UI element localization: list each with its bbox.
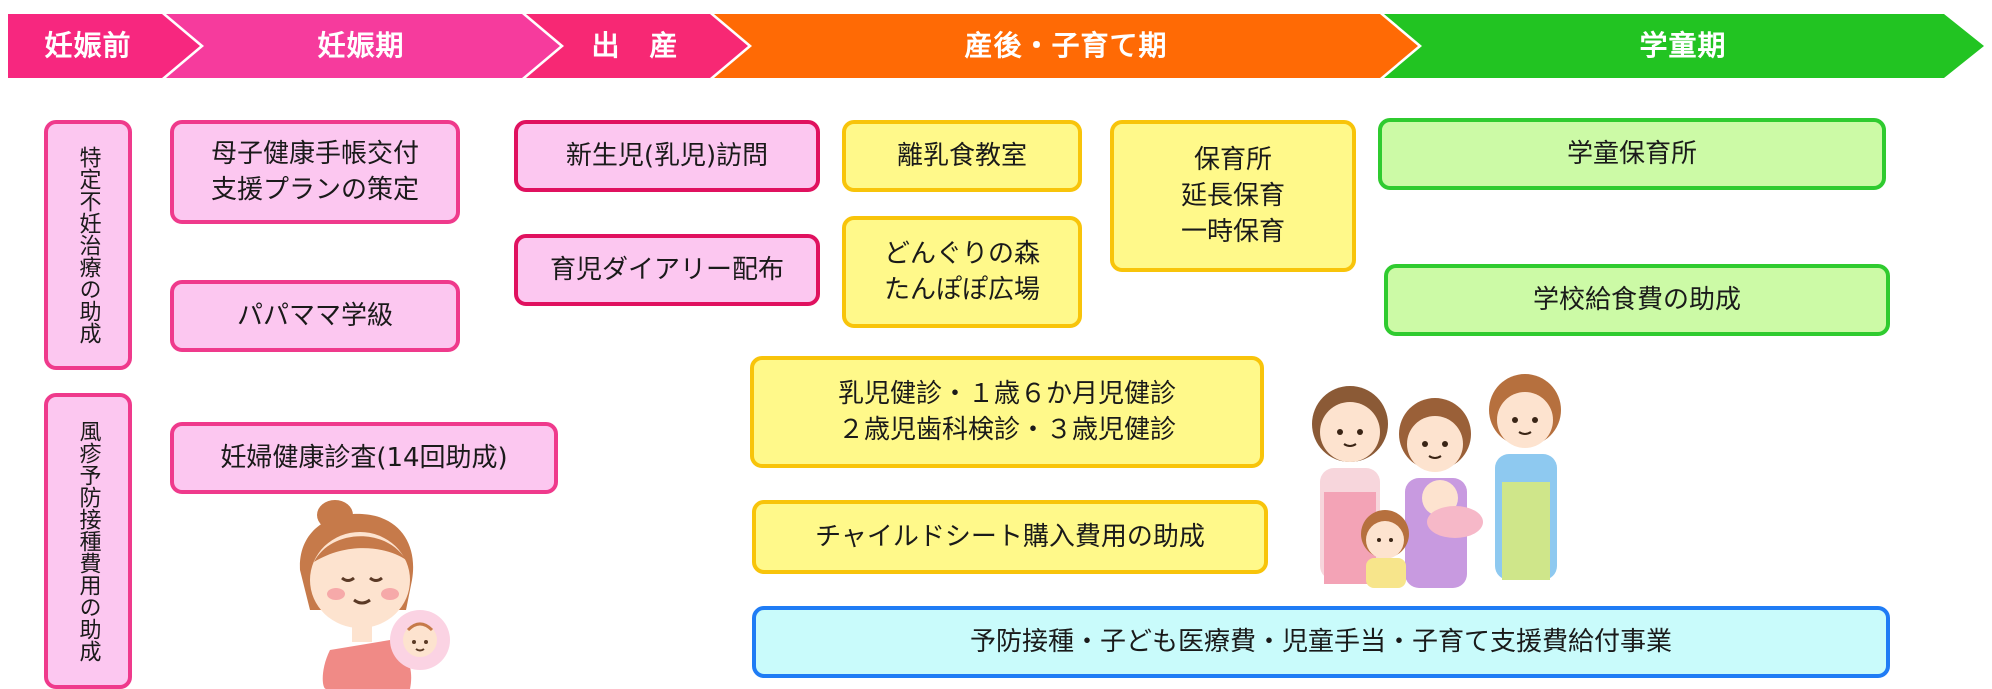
child-seat-subsidy-text: チャイルドシート購入費用の助成 — [815, 522, 1205, 552]
weaning-food-class-text: 離乳食教室 — [896, 141, 1027, 171]
stage-label-birth: 出 産 — [591, 29, 679, 62]
prenatal-checkup-box: 妊婦健康診査(14回助成) — [170, 422, 558, 494]
forest-plaza-text: どんぐりの森 たんぽぽ広場 — [883, 239, 1040, 305]
stage-label-pregnancy: 妊娠期 — [317, 29, 405, 62]
parenting-diary-box: 育児ダイアリー配布 — [514, 234, 820, 306]
maternal-handbook-text: 母子健康手帳交付 支援プランの策定 — [210, 139, 419, 205]
stage-arrow-pregnancy — [166, 14, 560, 78]
rubella-vaccine-subsidy-text: 風疹予防接種費用の助成 — [75, 420, 101, 662]
prenatal-checkup-text: 妊婦健康診査(14回助成) — [220, 443, 508, 473]
weaning-food-class-box: 離乳食教室 — [842, 120, 1082, 192]
stage-label-school-age: 学童期 — [1639, 29, 1727, 62]
fertility-treatment-subsidy-box: 特定不妊治療の助成 — [44, 120, 132, 370]
vaccination-and-benefits-text: 予防接種・子ども医療費・児童手当・子育て支援費給付事業 — [969, 627, 1672, 657]
stage-arrow-school-age — [1384, 14, 1984, 78]
child-health-checkups-box: 乳児健診・１歳６か月児健診 ２歳児歯科検診・３歳児健診 — [750, 356, 1264, 468]
parenting-diary-text: 育児ダイアリー配布 — [549, 255, 784, 285]
child-health-checkups-text: 乳児健診・１歳６か月児健診 ２歳児歯科検診・３歳児健診 — [837, 379, 1176, 445]
after-school-care-box: 学童保育所 — [1378, 118, 1886, 190]
stage-label-postnatal: 産後・子育て期 — [964, 29, 1168, 62]
parents-class-box: パパママ学級 — [170, 280, 460, 352]
stage-arrow-birth — [526, 14, 748, 78]
after-school-care-text: 学童保育所 — [1566, 139, 1697, 169]
forest-plaza-box: どんぐりの森 たんぽぽ広場 — [842, 216, 1082, 328]
family-illustration — [1312, 374, 1561, 588]
stage-label-pre-pregnancy: 妊娠前 — [44, 29, 132, 62]
newborn-visit-text: 新生児(乳児)訪問 — [565, 141, 769, 171]
vaccination-and-benefits-bar: 予防接種・子ども医療費・児童手当・子育て支援費給付事業 — [752, 606, 1890, 678]
stage-arrow-band — [8, 14, 1984, 78]
nursery-text: 保育所 延長保育 一時保育 — [1180, 145, 1285, 247]
nursery-box: 保育所 延長保育 一時保育 — [1110, 120, 1356, 272]
newborn-visit-box: 新生児(乳児)訪問 — [514, 120, 820, 192]
rubella-vaccine-subsidy-box: 風疹予防接種費用の助成 — [44, 393, 132, 689]
child-seat-subsidy-box: チャイルドシート購入費用の助成 — [752, 500, 1268, 574]
maternal-handbook-box: 母子健康手帳交付 支援プランの策定 — [170, 120, 460, 224]
pregnant-woman-illustration — [299, 500, 450, 689]
school-lunch-subsidy-text: 学校給食費の助成 — [1532, 285, 1741, 315]
fertility-treatment-subsidy-text: 特定不妊治療の助成 — [75, 146, 101, 344]
parents-class-text: パパママ学級 — [236, 301, 393, 331]
stage-arrow-pre-pregnancy — [8, 14, 200, 78]
school-lunch-subsidy-box: 学校給食費の助成 — [1384, 264, 1890, 336]
stage-arrow-postnatal — [714, 14, 1418, 78]
